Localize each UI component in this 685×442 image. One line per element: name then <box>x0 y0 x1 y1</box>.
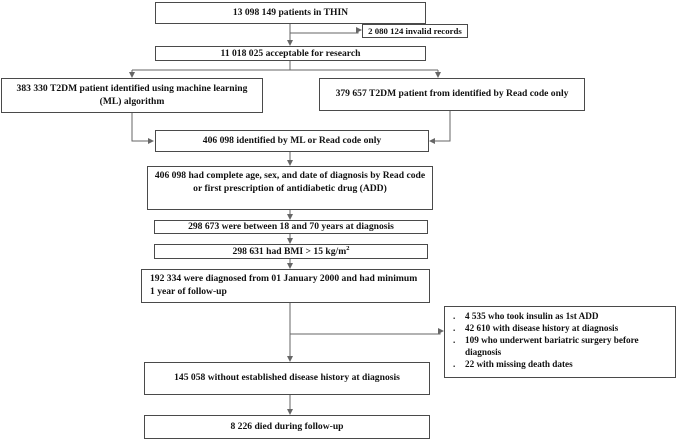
arrow-to-invalid <box>290 27 362 34</box>
ml-or-readcode-box: 406 098 identified by ML or Read code on… <box>155 130 429 152</box>
bmi-superscript: 2 <box>346 244 350 252</box>
exclusion-item-death-dates: . 22 with missing death dates <box>453 358 669 370</box>
died-box: 8 226 died during follow-up <box>144 415 430 439</box>
bmi-box: 298 631 had BMI > 15 kg/m2 <box>154 244 428 259</box>
final-cohort-box: 145 058 without established disease hist… <box>144 362 430 395</box>
arrow-ml-to-combined <box>131 113 154 144</box>
exclusion-text: 4 535 who took insulin as 1st ADD <box>465 311 599 321</box>
bullet: . <box>453 335 456 345</box>
followup-box: 192 334 were diagnosed from 01 January 2… <box>141 269 430 303</box>
acceptable-research-box: 11 018 025 acceptable for research <box>155 46 426 61</box>
ml-identified-box: 383 330 T2DM patient identified using ma… <box>1 78 263 113</box>
exclusion-text: 42 610 with disease history at diagnosis <box>465 323 619 333</box>
arrow-readcode-to-combined <box>429 111 451 144</box>
exclusion-text: 109 who underwent bariatric surgery befo… <box>465 335 639 357</box>
exclusion-item-bariatric: . 109 who underwent bariatric surgery bef… <box>453 334 669 358</box>
bullet: . <box>453 311 456 321</box>
arrow-to-exclusions <box>290 328 444 335</box>
exclusion-item-insulin: . 4 535 who took insulin as 1st ADD <box>453 310 669 322</box>
exclusion-text: 22 with missing death dates <box>465 359 573 369</box>
exclusion-item-disease-history: . 42 610 with disease history at diagnosi… <box>453 322 669 334</box>
readcode-identified-box: 379 657 T2DM patient from identified by … <box>319 78 585 111</box>
invalid-records-box: 2 080 124 invalid records <box>362 24 468 38</box>
bullet: . <box>453 323 456 333</box>
complete-data-box: 406 098 had complete age, sex, and date … <box>147 166 433 210</box>
bmi-text: 298 631 had BMI > 15 kg/m <box>232 246 347 257</box>
thin-patients-box: 13 098 149 patients in THIN <box>155 2 426 24</box>
exclusions-box: . 4 535 who took insulin as 1st ADD . 42 6… <box>444 306 676 378</box>
age-range-box: 298 673 were between 18 and 70 years at … <box>154 220 428 234</box>
bullet: . <box>453 359 456 369</box>
